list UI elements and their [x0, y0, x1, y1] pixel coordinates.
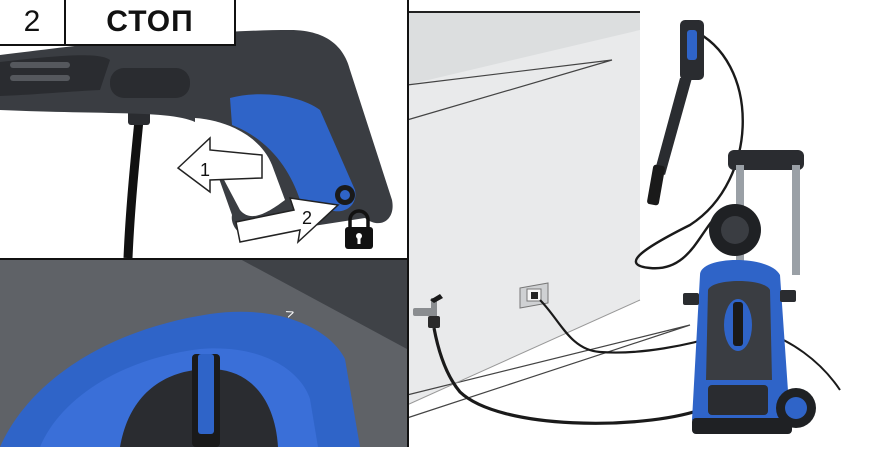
callout-2-label: 2 [302, 208, 312, 228]
wall-top-strip [407, 12, 640, 85]
hanging-spray-gun [647, 20, 704, 206]
pressure-washer [683, 150, 816, 434]
callout-1-label: 1 [200, 160, 210, 180]
water-tap-icon [413, 294, 443, 328]
knob-illustration: > [0, 259, 407, 447]
hose-to-floor [760, 330, 840, 390]
wall [407, 12, 640, 405]
panel-divider-vertical [407, 0, 409, 447]
step-number: 2 [0, 0, 66, 44]
panel-divider-horizontal [0, 258, 409, 260]
wall-socket-icon [520, 283, 548, 308]
high-pressure-hose [636, 30, 743, 268]
zoom-guide-bottom [407, 325, 690, 418]
power-knob-closeup: > [0, 259, 407, 447]
water-hose [434, 328, 700, 423]
zoom-guide-top [407, 60, 612, 120]
step-title: СТОП [66, 0, 234, 44]
step-header: 2 СТОП [0, 0, 236, 46]
power-cable [540, 300, 720, 353]
